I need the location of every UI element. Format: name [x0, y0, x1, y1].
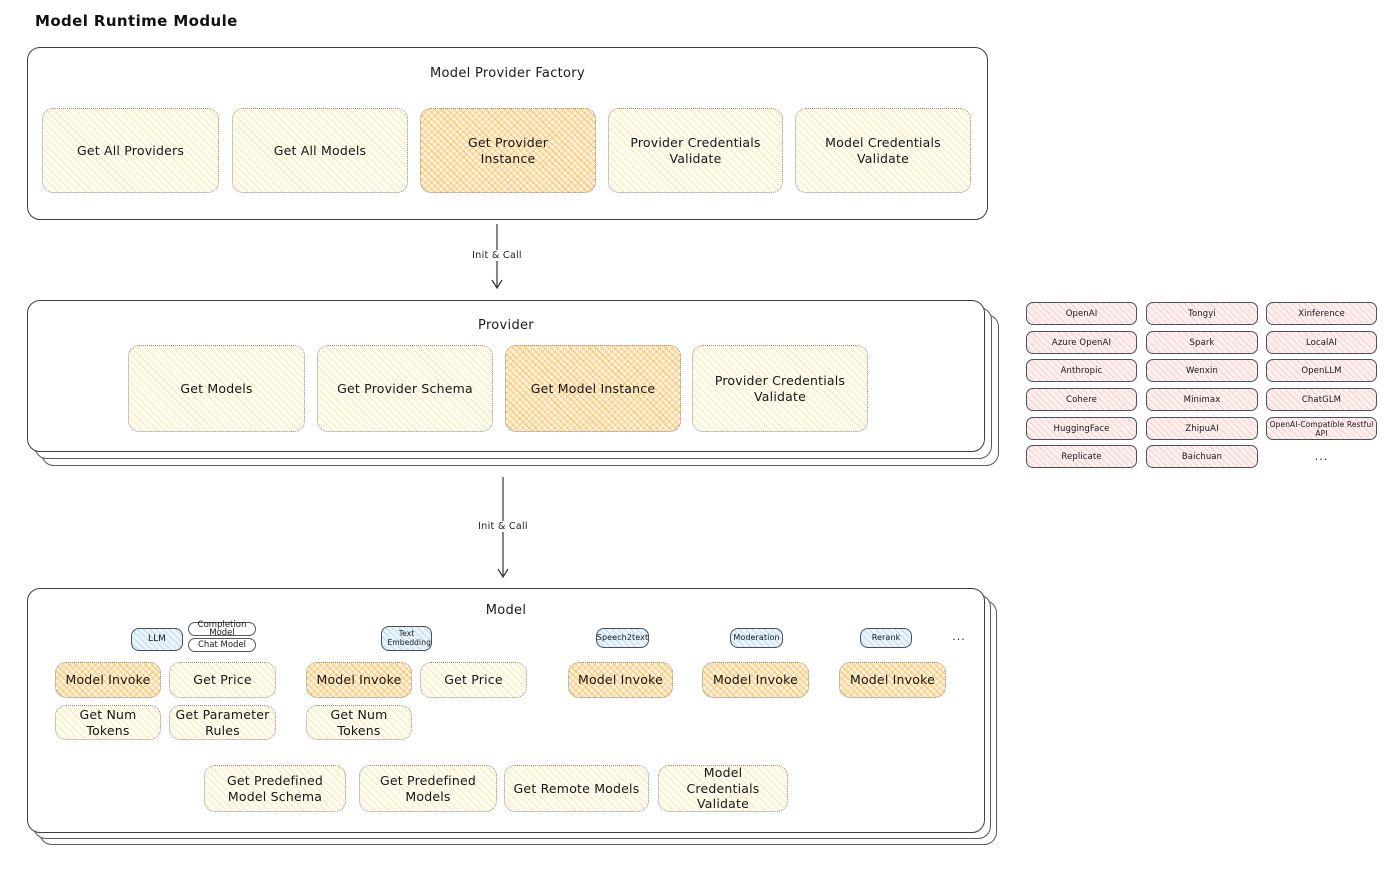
node-get-provider-schema: Get Provider Schema: [317, 345, 493, 432]
node-get-provider-instance: Get Provider Instance: [420, 108, 596, 193]
provider-title: Provider: [478, 318, 534, 333]
providers-more-ellipsis: ...: [1314, 450, 1329, 463]
provider-chip-xinference: Xinference: [1266, 302, 1377, 325]
tag-completion-model: Completion Model: [188, 620, 256, 637]
tag-speech2text: Speech2text: [596, 628, 649, 648]
node-provider-credentials-validate-2: Provider Credentials Validate: [692, 345, 868, 432]
tag-text-embedding: Text Embedding: [381, 626, 432, 651]
provider-chip-cohere: Cohere: [1026, 388, 1137, 411]
node-embedding-model-invoke: Model Invoke: [306, 662, 412, 698]
tag-llm: LLM: [131, 628, 183, 651]
node-rerank-model-invoke: Model Invoke: [839, 662, 946, 698]
model-tags-more-ellipsis: ...: [952, 630, 966, 643]
node-model-credentials-validate-2: Model Credentials Validate: [658, 765, 788, 812]
node-speech2text-model-invoke: Model Invoke: [568, 662, 673, 698]
provider-chip-tongyi: Tongyi: [1146, 302, 1258, 325]
node-moderation-model-invoke: Model Invoke: [702, 662, 809, 698]
provider-chip-openllm: OpenLLM: [1266, 359, 1377, 382]
node-embedding-get-price: Get Price: [420, 662, 527, 698]
node-get-model-instance: Get Model Instance: [505, 345, 681, 432]
factory-title: Model Provider Factory: [430, 66, 585, 81]
arrow2-label: Init & Call: [453, 521, 553, 532]
node-provider-credentials-validate: Provider Credentials Validate: [608, 108, 783, 193]
provider-chip-baichuan: Baichuan: [1146, 445, 1258, 468]
node-get-remote-models: Get Remote Models: [504, 765, 649, 812]
provider-chip-wenxin: Wenxin: [1146, 359, 1258, 382]
node-llm-get-price: Get Price: [169, 662, 276, 698]
provider-chip-zhipuai: ZhipuAI: [1146, 417, 1258, 440]
node-llm-get-num-tokens: Get Num Tokens: [55, 705, 161, 740]
node-model-credentials-validate: Model Credentials Validate: [795, 108, 971, 193]
node-get-models: Get Models: [128, 345, 305, 432]
page-title: Model Runtime Module: [35, 12, 238, 30]
model-title: Model: [485, 603, 527, 618]
node-llm-get-parameter-rules: Get Parameter Rules: [169, 705, 276, 740]
arrow1-label: Init & Call: [447, 250, 547, 261]
provider-chip-openai-compatible: OpenAI-Compatible Restful API: [1266, 417, 1377, 440]
tag-moderation: Moderation: [730, 628, 783, 648]
node-llm-model-invoke: Model Invoke: [55, 662, 161, 698]
provider-chip-azure-openai: Azure OpenAI: [1026, 331, 1137, 354]
provider-chip-openai: OpenAI: [1026, 302, 1137, 325]
provider-chip-localai: LocalAI: [1266, 331, 1377, 354]
provider-chip-replicate: Replicate: [1026, 445, 1137, 468]
node-get-all-models: Get All Models: [232, 108, 408, 193]
provider-chip-spark: Spark: [1146, 331, 1258, 354]
node-embedding-get-num-tokens: Get Num Tokens: [306, 705, 412, 740]
provider-chip-minimax: Minimax: [1146, 388, 1258, 411]
provider-chip-anthropic: Anthropic: [1026, 359, 1137, 382]
tag-chat-model: Chat Model: [188, 638, 256, 652]
node-get-all-providers: Get All Providers: [42, 108, 219, 193]
node-get-predefined-models: Get Predefined Models: [359, 765, 497, 812]
provider-chip-huggingface: HuggingFace: [1026, 417, 1137, 440]
tag-rerank: Rerank: [860, 628, 912, 648]
provider-chip-chatglm: ChatGLM: [1266, 388, 1377, 411]
node-get-predefined-model-schema: Get Predefined Model Schema: [204, 765, 346, 812]
